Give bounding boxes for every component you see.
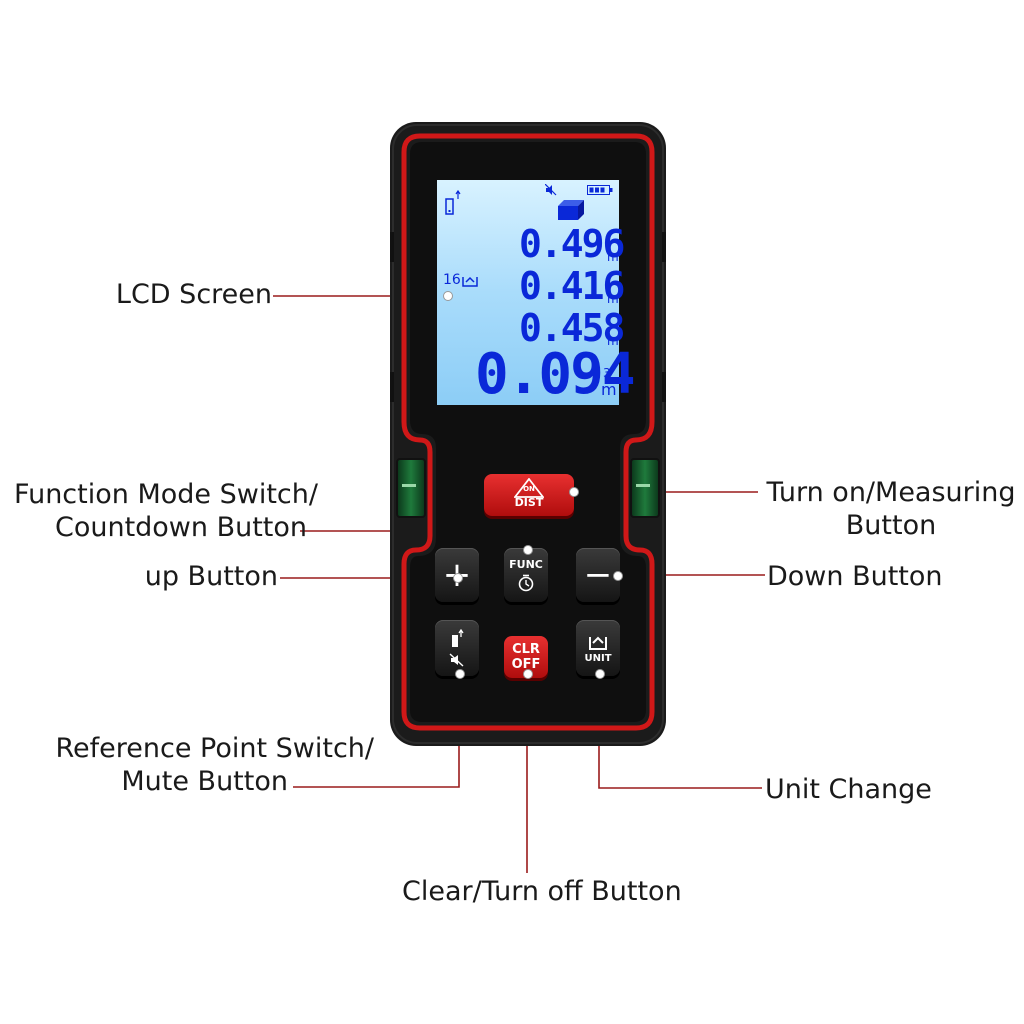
- off-label: OFF: [511, 657, 541, 672]
- lcd-reading-3: 0.458: [519, 306, 625, 350]
- label-down-button: Down Button: [767, 560, 943, 593]
- label-function-mode-line2: Countdown Button: [54, 512, 308, 543]
- right-bubble-level: [630, 458, 660, 518]
- on-dist-button[interactable]: ON DIST: [484, 474, 574, 516]
- down-button[interactable]: −: [576, 548, 620, 602]
- label-unit-change: Unit Change: [765, 773, 932, 806]
- label-reference-line2: Mute Button: [121, 766, 288, 797]
- minus-symbol: −: [583, 555, 613, 595]
- anchor-func: [523, 545, 533, 555]
- unit-label: UNIT: [584, 652, 612, 664]
- reference-mute-button[interactable]: [435, 620, 479, 676]
- label-clear-off-text: Clear/Turn off Button: [402, 876, 682, 907]
- lcd-reading-1: 0.496: [519, 222, 625, 266]
- lcd-unit-3: m: [607, 334, 619, 348]
- volume-cube-icon: [558, 200, 584, 220]
- label-lcd-screen: LCD Screen: [116, 278, 272, 311]
- unit-tray-icon: [462, 276, 478, 287]
- anchor-reference: [455, 669, 465, 679]
- warning-triangle-icon: [514, 477, 544, 498]
- lcd-reading-2: 0.416: [519, 264, 625, 308]
- func-label: FUNC: [509, 558, 543, 571]
- clr-label: CLR: [512, 642, 540, 657]
- unit-tray-icon: [589, 636, 607, 650]
- label-reference-point: Reference Point Switch/ Mute Button: [55, 732, 374, 798]
- label-turn-on-line2: Button: [845, 510, 937, 541]
- lcd-screen: 16 0.496 m 0.416 m 0.458 m 0.094 3 m: [437, 180, 636, 407]
- lcd-unit-2: m: [607, 292, 619, 306]
- label-up-button: up Button: [145, 560, 278, 593]
- lcd-main-unit: m: [601, 380, 617, 399]
- reference-point-icon: [452, 629, 464, 647]
- lcd-unit-1: m: [607, 250, 619, 264]
- lcd-main-unit-superscript: 3: [603, 366, 611, 380]
- label-up-button-text: up Button: [144, 561, 278, 592]
- timer-icon: [518, 574, 534, 592]
- lcd-main-reading: 0.094: [475, 342, 636, 407]
- label-lcd-screen-text: LCD Screen: [115, 279, 272, 310]
- mute-icon: [545, 184, 557, 196]
- reference-point-icon: [445, 190, 461, 215]
- label-function-mode: Function Mode Switch/ Countdown Button: [0, 478, 332, 544]
- unit-button[interactable]: UNIT: [576, 620, 620, 676]
- anchor-down: [613, 571, 623, 581]
- label-clear-off: Clear/Turn off Button: [402, 875, 682, 908]
- label-function-mode-line1: Function Mode Switch/: [14, 479, 318, 510]
- label-unit-change-text: Unit Change: [765, 774, 932, 805]
- label-turn-on: Turn on/Measuring Button: [758, 476, 1024, 542]
- func-button[interactable]: FUNC: [504, 548, 548, 602]
- dist-label: DIST: [514, 495, 544, 509]
- label-reference-line1: Reference Point Switch/: [55, 733, 374, 764]
- anchor-clear: [523, 669, 533, 679]
- label-down-button-text: Down Button: [767, 561, 943, 592]
- lcd-counter: 16: [443, 272, 461, 288]
- laser-distance-meter: 16 0.496 m 0.416 m 0.458 m 0.094 3 m ON …: [386, 122, 670, 746]
- left-bubble-level: [396, 458, 426, 518]
- on-label: ON: [523, 485, 535, 493]
- anchor-up: [453, 573, 463, 583]
- anchor-lcd: [443, 291, 453, 301]
- label-turn-on-line1: Turn on/Measuring: [766, 477, 1016, 508]
- battery-icon: [587, 185, 613, 195]
- anchor-turn-on: [569, 487, 579, 497]
- anchor-unit: [595, 669, 605, 679]
- mute-icon: [449, 653, 464, 667]
